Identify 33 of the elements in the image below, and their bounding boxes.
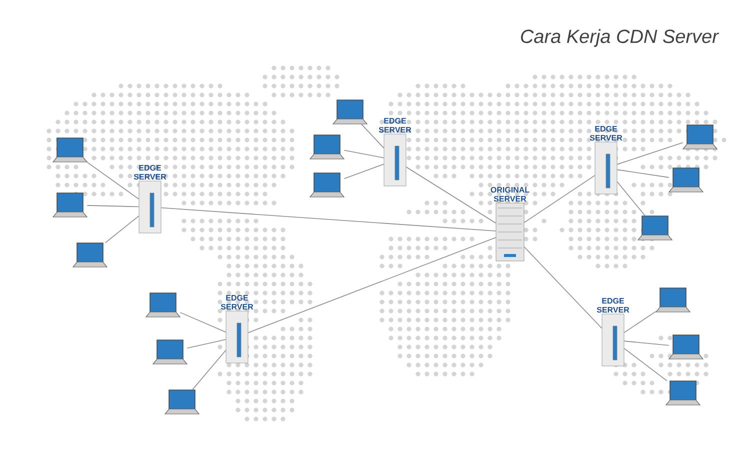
connection-line xyxy=(86,205,140,208)
connection-line xyxy=(180,312,226,333)
connection-line xyxy=(616,181,646,216)
connection-line xyxy=(344,150,384,158)
server-label: EDGE SERVER xyxy=(220,294,254,310)
connection-line xyxy=(104,216,140,244)
connection-line xyxy=(192,350,226,390)
connection-line xyxy=(524,175,596,223)
server-label: EDGE SERVER xyxy=(596,298,630,313)
connection-line xyxy=(186,339,226,349)
server-label: EDGE SERVER xyxy=(590,126,622,141)
edge-server-drawing xyxy=(220,294,254,364)
edge-server-drawing xyxy=(590,126,622,194)
connection-line xyxy=(86,162,140,200)
server-label: EDGE SERVER xyxy=(378,118,412,133)
connection-line xyxy=(624,311,656,333)
server-label: ORIGINAL SERVER xyxy=(490,186,530,202)
connection-line xyxy=(160,207,496,232)
server-label: EDGE SERVER xyxy=(134,164,166,180)
edge-server-drawing xyxy=(134,164,166,234)
connection-line xyxy=(616,142,684,165)
edge-server-drawing xyxy=(378,118,412,186)
original-server-drawing xyxy=(490,186,530,262)
connection-line xyxy=(616,169,670,178)
connection-line xyxy=(524,246,602,329)
title: Cara Kerja CDN Server xyxy=(521,29,720,47)
edge-server-drawing xyxy=(596,298,630,366)
connection-line xyxy=(248,237,496,334)
connection-line xyxy=(624,348,668,382)
connection-line xyxy=(406,166,496,224)
connection-line xyxy=(344,164,384,180)
connection-line xyxy=(361,124,384,148)
connection-line xyxy=(624,340,670,346)
